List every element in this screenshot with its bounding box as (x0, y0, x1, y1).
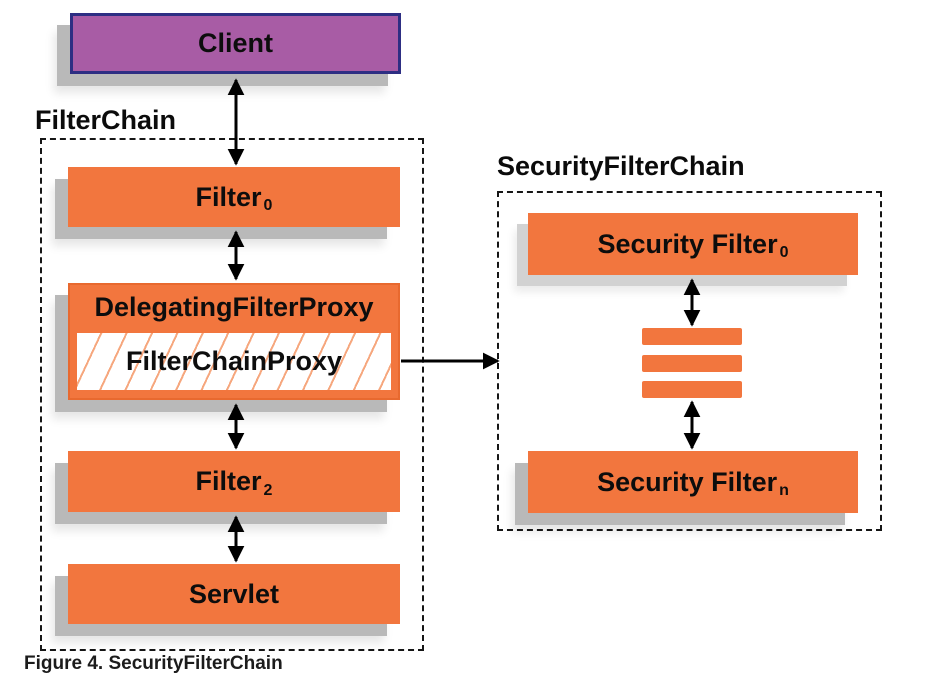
ellipsis-bar (642, 328, 742, 345)
servlet-box: Servlet (68, 564, 400, 624)
filter2-subscript: 2 (263, 481, 273, 499)
ellipsis-bar (642, 355, 742, 372)
filter0-subscript: 0 (263, 197, 273, 214)
figure-caption: Figure 4. SecurityFilterChain (24, 653, 283, 674)
filter0-label: Filter (195, 181, 262, 212)
delegating-filter-proxy-label: DelegatingFilterProxy (94, 291, 374, 322)
security-filtern-label: Security Filter (597, 466, 778, 497)
client-label: Client (197, 28, 273, 58)
security-filter0-label: Security Filter (597, 228, 778, 259)
filter-chain-proxy-box: FilterChainProxy (75, 331, 393, 392)
ellipsis-bar (642, 381, 742, 398)
delegating-filter-proxy-box: DelegatingFilterProxy FilterChainProxy (68, 283, 400, 400)
client-box: Client (70, 13, 401, 74)
filterchain-label: FilterChain (35, 105, 177, 135)
filter2-label: Filter (195, 466, 262, 496)
security-filter0-subscript: 0 (779, 244, 789, 261)
security-filtern-subscript: n (779, 482, 789, 499)
filter-chain-proxy-label: FilterChainProxy (125, 346, 343, 376)
servlet-label: Servlet (188, 578, 280, 609)
security-filterchain-label: SecurityFilterChain (497, 151, 745, 181)
